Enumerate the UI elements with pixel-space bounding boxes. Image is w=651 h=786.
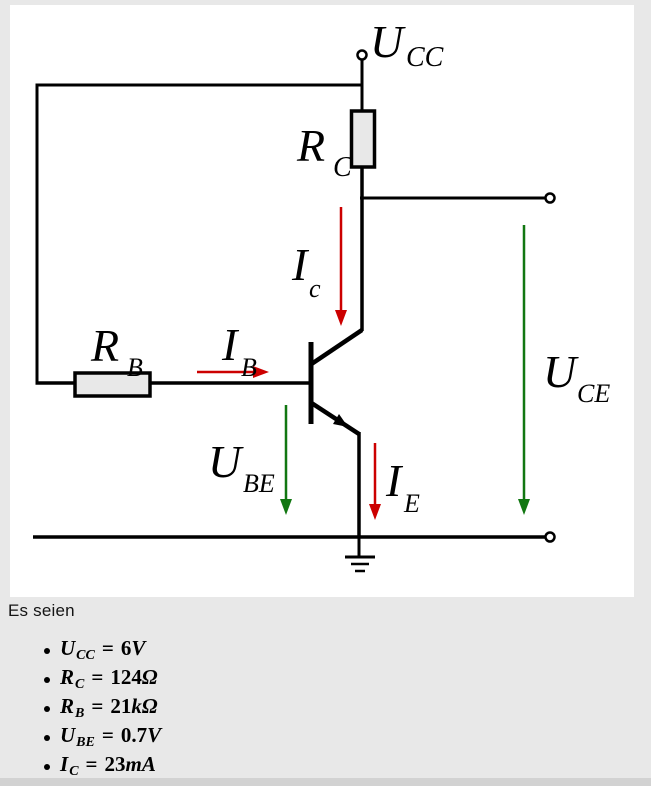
label-rc-sub: C bbox=[333, 152, 352, 183]
label-ube: U bbox=[208, 436, 244, 487]
label-ic: I bbox=[291, 239, 310, 290]
ie-arrowhead-icon bbox=[369, 504, 381, 520]
value-number: 23 bbox=[104, 752, 126, 776]
label-ic-sub: c bbox=[309, 274, 321, 303]
value-number: 21 bbox=[110, 694, 132, 718]
label-ube-sub: BE bbox=[243, 469, 275, 498]
bottom-divider-bar bbox=[0, 778, 651, 786]
transistor-emitter-lead bbox=[308, 400, 361, 436]
label-ucc: U bbox=[370, 16, 406, 67]
value-unit: mA bbox=[125, 752, 156, 776]
label-uce: U bbox=[543, 346, 579, 397]
value-symbol: R bbox=[60, 694, 75, 718]
terminal-output-bottom bbox=[544, 531, 556, 543]
value-unit: V bbox=[131, 636, 146, 660]
bullet-icon bbox=[44, 734, 50, 741]
label-rb-sub: B bbox=[127, 353, 143, 382]
bullet-icon bbox=[44, 647, 50, 654]
intro-text: Es seien bbox=[8, 601, 75, 620]
label-rc: R bbox=[296, 120, 325, 171]
value-subscript: C bbox=[69, 764, 79, 779]
equals-sign: = bbox=[91, 694, 104, 718]
value-number: 6 bbox=[120, 636, 132, 660]
value-symbol: U bbox=[60, 723, 76, 747]
terminals bbox=[356, 49, 556, 543]
current-arrows bbox=[197, 207, 381, 520]
value-unit: V bbox=[147, 723, 162, 747]
value-symbol: R bbox=[60, 665, 75, 689]
value-subscript: BE bbox=[76, 735, 95, 750]
value-number: 0.7 bbox=[120, 723, 148, 747]
bullet-icon bbox=[44, 705, 50, 712]
terminal-ucc bbox=[356, 49, 368, 61]
circuit-figure: U CC R C I c R B I B U BE I E U CE bbox=[10, 5, 634, 597]
value-symbol: I bbox=[60, 752, 69, 776]
wires bbox=[33, 56, 546, 573]
value-number: 124 bbox=[110, 665, 142, 689]
ic-arrowhead-icon bbox=[335, 310, 347, 326]
transistor bbox=[308, 328, 364, 436]
resistor-rb bbox=[73, 371, 152, 398]
resistor-rc bbox=[349, 109, 377, 169]
equals-sign: = bbox=[85, 752, 98, 776]
label-ib: I bbox=[221, 319, 240, 370]
equals-sign: = bbox=[91, 665, 104, 689]
circuit-labels: U CC R C I c R B I B U BE I E U CE bbox=[90, 16, 610, 518]
terminal-output-top bbox=[544, 192, 556, 204]
transistor-emitter-arrowhead bbox=[333, 414, 348, 427]
uce-arrowhead-icon bbox=[518, 499, 530, 515]
circuit-diagram: U CC R C I c R B I B U BE I E U CE bbox=[33, 16, 610, 573]
label-ib-sub: B bbox=[241, 353, 257, 382]
value-unit: Ω bbox=[141, 665, 158, 689]
label-uce-sub: CE bbox=[577, 379, 610, 408]
value-subscript: B bbox=[75, 706, 85, 721]
voltage-arrows bbox=[280, 225, 530, 515]
label-ie-sub: E bbox=[403, 489, 420, 518]
transistor-collector-lead bbox=[308, 328, 364, 367]
bullet-icon bbox=[44, 763, 50, 770]
ube-arrowhead-icon bbox=[280, 499, 292, 515]
value-unit: kΩ bbox=[131, 694, 158, 718]
label-rb: R bbox=[90, 320, 119, 371]
value-subscript: C bbox=[75, 677, 85, 692]
value-subscript: CC bbox=[76, 648, 95, 663]
label-ucc-sub: CC bbox=[406, 42, 444, 73]
equals-sign: = bbox=[101, 636, 114, 660]
ib-arrowhead-icon bbox=[253, 366, 269, 378]
equals-sign: = bbox=[101, 723, 114, 747]
value-symbol: U bbox=[60, 636, 76, 660]
label-ie: I bbox=[385, 455, 404, 506]
bullet-icon bbox=[44, 676, 50, 683]
